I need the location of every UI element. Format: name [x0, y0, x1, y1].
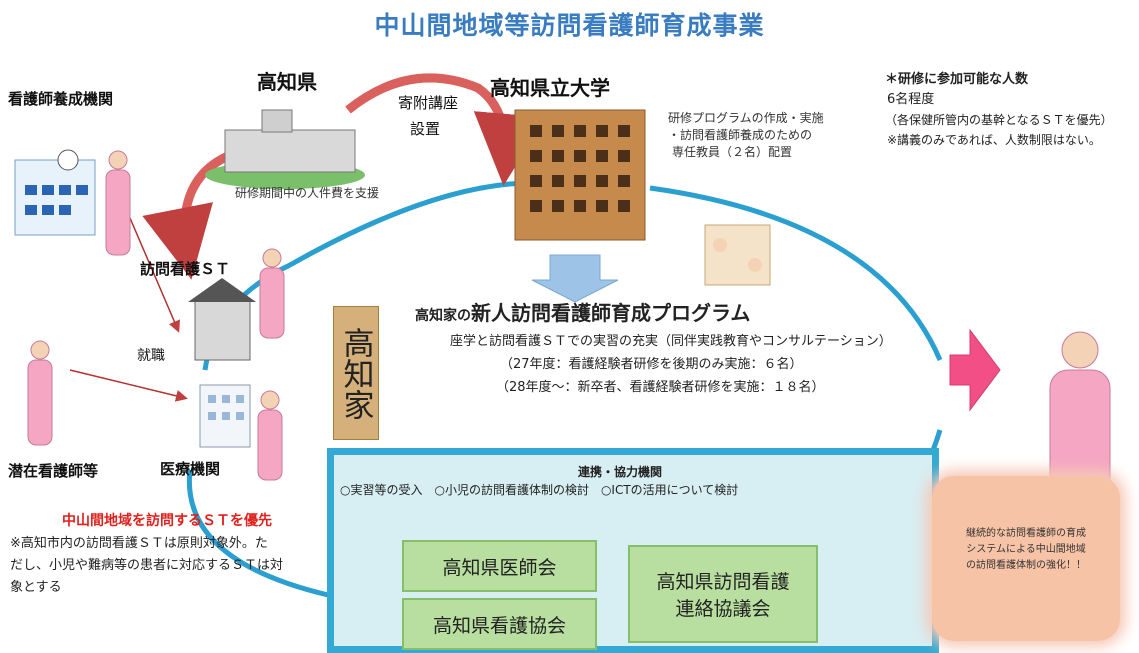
speech-line-2: システムによる中山間地域	[966, 544, 1086, 555]
priority-line-1: ※高知市内の訪問看護ＳＴは原則対象外。た	[10, 536, 268, 551]
setup-label: 設置	[410, 120, 441, 138]
arrow-latent-to-med	[69, 369, 188, 402]
hospital-building	[199, 384, 251, 448]
station-building	[188, 278, 256, 361]
employment-label: 就職	[137, 348, 165, 364]
org-visiting-council: 高知県訪問看護 連絡協議会	[628, 545, 818, 643]
pref-building	[205, 109, 365, 189]
participants-heading: ＊研修に参加可能な人数	[885, 72, 1029, 87]
speech-line-3: の訪問看護体制の強化！！	[966, 560, 1086, 571]
program-prefix: 高知家の	[415, 308, 471, 324]
latent-nurses-label: 潜在看護師等	[8, 462, 99, 480]
participants-line-1: 6名程度	[887, 92, 935, 107]
university-building	[514, 109, 646, 241]
program-line-3: （28年度～：新卒者、看護経験者研修を実施：１８名）	[496, 380, 825, 395]
arrow-pref-to-univ	[345, 73, 546, 186]
cooperation-items: ○実習等の受入 ○小児の訪問看護体制の検討 ○ICTの活用について検討	[340, 483, 739, 497]
council-line-1: 高知県訪問看護	[656, 571, 790, 593]
speech-text: 継続的な訪問看護師の育成 システムによる中山間地域 の訪問看護体制の強化！！	[942, 526, 1110, 574]
cooperation-heading: 連携・協力機関	[578, 465, 663, 479]
visiting-station-label: 訪問看護ＳＴ	[140, 260, 231, 278]
kochike-sign: 高知家	[333, 306, 379, 440]
program-line-2: （27年度：看護経験者研修を後期のみ実施：６名）	[500, 357, 803, 372]
participants-line-2: （各保健所管内の基幹となるＳＴを優先）	[885, 113, 1113, 127]
pink-right-arrow	[949, 328, 1001, 412]
school-building	[14, 149, 96, 236]
program-heading: 高知家の新人訪問看護師育成プログラム	[415, 297, 750, 326]
program-title: 新人訪問看護師育成プログラム	[471, 301, 751, 325]
page-title: 中山間地域等訪問看護師育成事業	[374, 11, 765, 40]
labor-support-label: 研修期間中の人件費を支援	[235, 186, 380, 200]
nursing-school-label: 看護師養成機関	[8, 90, 114, 108]
university-note-3: 専任教員（２名）配置	[672, 145, 793, 159]
medical-institution-label: 医療機関	[160, 460, 221, 478]
participants-line-3: ※講義のみであれば、人数制限はない。	[887, 133, 1101, 147]
council-line-2: 連絡協議会	[675, 598, 771, 620]
university-note-1: 研修プログラムの作成・実施	[668, 111, 824, 125]
priority-line-3: 象とする	[10, 580, 62, 595]
org-nursing-association: 高知県看護協会	[402, 598, 597, 650]
donation-label: 寄附講座	[398, 94, 459, 112]
university-note-2: ・訪問看護師養成のための	[668, 128, 813, 142]
speech-bubble	[932, 476, 1120, 641]
meeting-illustration	[704, 224, 771, 286]
down-arrow	[531, 254, 619, 303]
org-medical-association: 高知県医師会	[402, 540, 597, 592]
priority-heading: 中山間地域を訪問するＳＴを優先	[62, 513, 272, 529]
speech-line-1: 継続的な訪問看護師の育成	[966, 528, 1086, 539]
university-label: 高知県立大学	[490, 76, 610, 100]
program-line-1: 座学と訪問看護ＳＴでの実習の充実（同伴実践教育やコンサルテーション）	[450, 334, 892, 349]
priority-line-2: だし、小児や難病等の患者に対応するＳＴは対	[10, 558, 284, 573]
kochi-pref-label: 高知県	[257, 70, 317, 94]
